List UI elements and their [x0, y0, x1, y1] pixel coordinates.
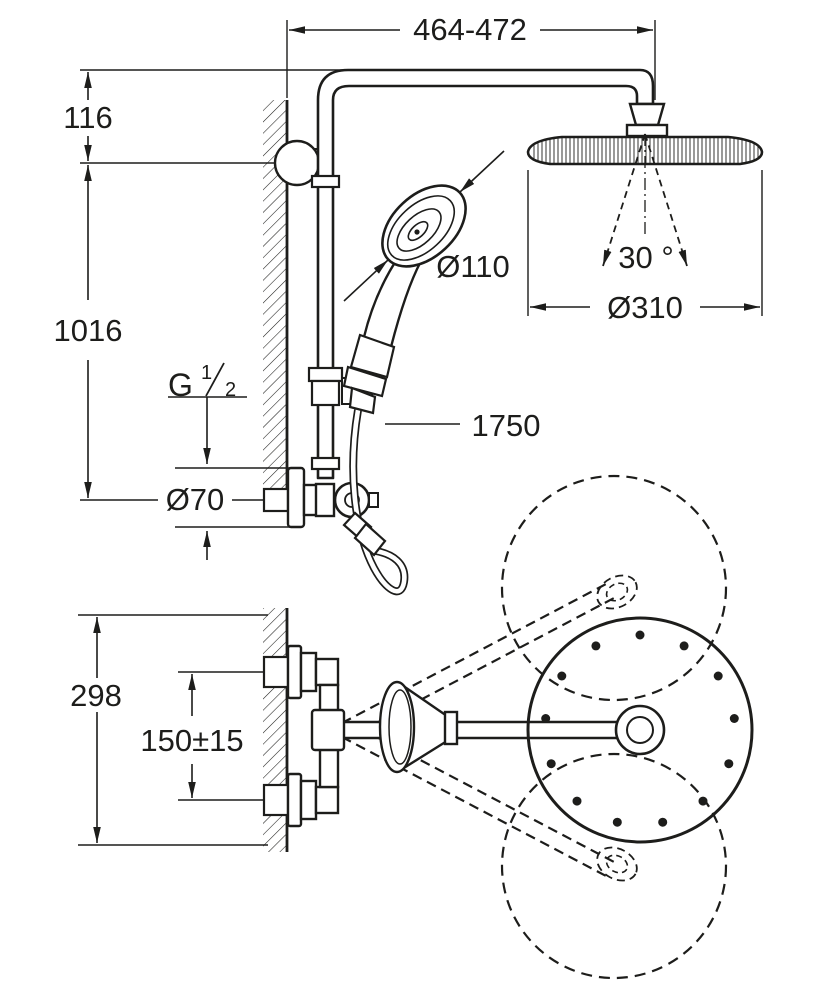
- swivel-circle-top: [500, 474, 728, 702]
- extension-lines-upper: [80, 20, 763, 528]
- arm-pivot-hub: [310, 708, 346, 752]
- head-nozzle-dots: [541, 630, 739, 827]
- inlet-pipe: [262, 487, 290, 513]
- hand-shower-front: [378, 680, 459, 774]
- head-hub-outer: [614, 704, 666, 756]
- label-bracket-height: 298: [70, 678, 122, 713]
- label-inlet-spacing: 150±15: [140, 723, 243, 758]
- hose-nipple: [348, 386, 377, 415]
- label-hand-shower-diameter: Ø110: [436, 249, 510, 284]
- dimension-lines-lower: [93, 617, 196, 843]
- hand-shower-head: [381, 184, 467, 268]
- thermostat-front: [262, 644, 346, 828]
- head-face-circle: [526, 616, 754, 844]
- head-collar: [625, 123, 669, 138]
- hose-nut: [353, 522, 387, 557]
- head-hub-inner: [626, 716, 654, 744]
- label-total-height: 1016: [54, 313, 123, 348]
- thread-fraction-slash: [205, 362, 225, 397]
- label-thread-symbol: G: [168, 367, 193, 403]
- valve-escutcheon: [286, 466, 306, 529]
- swivel-circle-bottom: [500, 752, 728, 980]
- swivel-angle-indicator: [602, 133, 688, 267]
- label-top-offset: 116: [63, 100, 112, 135]
- swivel-arm-down: [341, 736, 609, 878]
- head-shower-front: [526, 616, 754, 844]
- handle-cone: [349, 333, 396, 379]
- label-hose-length: 1750: [472, 408, 541, 443]
- hose-outlet-elbow: [342, 511, 387, 557]
- label-head-diameter: Ø310: [607, 290, 683, 325]
- shower-hose: [349, 409, 409, 596]
- dimension-labels: 464-472 116 1016 G 1 2 Ø70 Ø110 30 ° Ø31…: [54, 12, 683, 758]
- pipe-collar-lower: [310, 456, 341, 471]
- label-thread-numerator: 1: [201, 362, 212, 384]
- label-escutcheon-diameter: Ø70: [166, 482, 225, 517]
- label-swivel-angle: 30 °: [618, 240, 674, 275]
- dimension-lines-upper: [84, 26, 760, 560]
- label-thread-denominator: 2: [225, 379, 236, 401]
- head-connector: [628, 102, 666, 127]
- hand-shower: [342, 184, 467, 415]
- label-width-range: 464-472: [413, 12, 527, 47]
- pipe-collar-upper: [310, 174, 341, 189]
